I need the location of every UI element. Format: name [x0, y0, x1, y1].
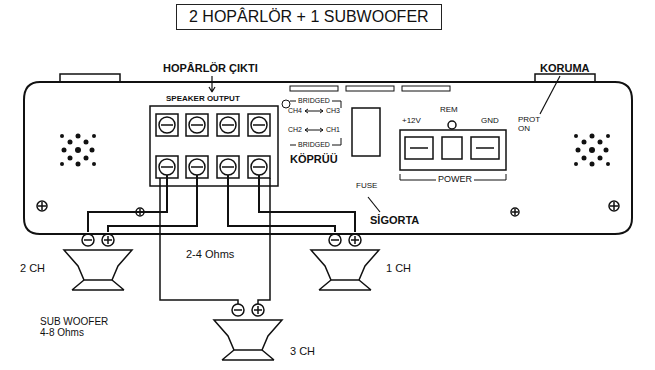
- vent-slot: [290, 86, 338, 91]
- power-terminal-block: [400, 130, 506, 170]
- housing-tab: [60, 74, 595, 82]
- fan-grille: [574, 134, 610, 167]
- panel-label: PROT ON: [518, 116, 544, 134]
- channel-label: CH3: [326, 107, 340, 115]
- power-terminal: [405, 121, 499, 159]
- channel-label: CH1: [326, 126, 340, 134]
- impedance-label: 2-4 Ohms: [186, 248, 234, 260]
- fuse: [352, 108, 380, 156]
- speaker-label: SUB WOOFER 4-8 Ohms: [40, 316, 114, 338]
- terminal-label: +12V: [402, 117, 421, 126]
- panel-label: FUSE: [356, 182, 377, 191]
- bridge-label: BRIDGED: [298, 141, 330, 149]
- callout-label: HOPÂRLÖR ÇIKTI: [163, 62, 258, 74]
- callout-label: SİGORTA: [370, 214, 419, 226]
- leader-line: [209, 76, 560, 212]
- speaker-wire: [88, 175, 355, 304]
- panel-label: POWER: [436, 175, 474, 185]
- terminal-block: [150, 106, 278, 186]
- channel-label: CH2: [288, 126, 302, 134]
- channel-label: 3 CH: [290, 345, 315, 357]
- channel-label: CH4: [288, 107, 302, 115]
- vent-slot: [346, 86, 394, 91]
- terminal-screw: [156, 114, 270, 178]
- amplifier-housing: [24, 82, 632, 234]
- callout-label: KÖPRÜÜ: [290, 153, 338, 165]
- bridge-label: BRIDGED: [298, 97, 330, 105]
- title: 2 HOPÂRLÖR + 1 SUBWOOFER: [176, 4, 442, 30]
- fan-grille: [60, 134, 96, 167]
- panel-label: SPEAKER OUTPUT: [166, 95, 240, 104]
- channel-label: 1 CH: [386, 262, 411, 274]
- indicator: [282, 100, 290, 108]
- terminal-label: REM: [440, 106, 458, 115]
- terminal-label: GND: [481, 117, 499, 126]
- vent-slot: [402, 86, 450, 91]
- callout-label: KORUMA: [540, 62, 590, 74]
- screw: [37, 201, 619, 216]
- speaker-symbol: [64, 234, 379, 360]
- channel-label: 2 CH: [20, 262, 45, 274]
